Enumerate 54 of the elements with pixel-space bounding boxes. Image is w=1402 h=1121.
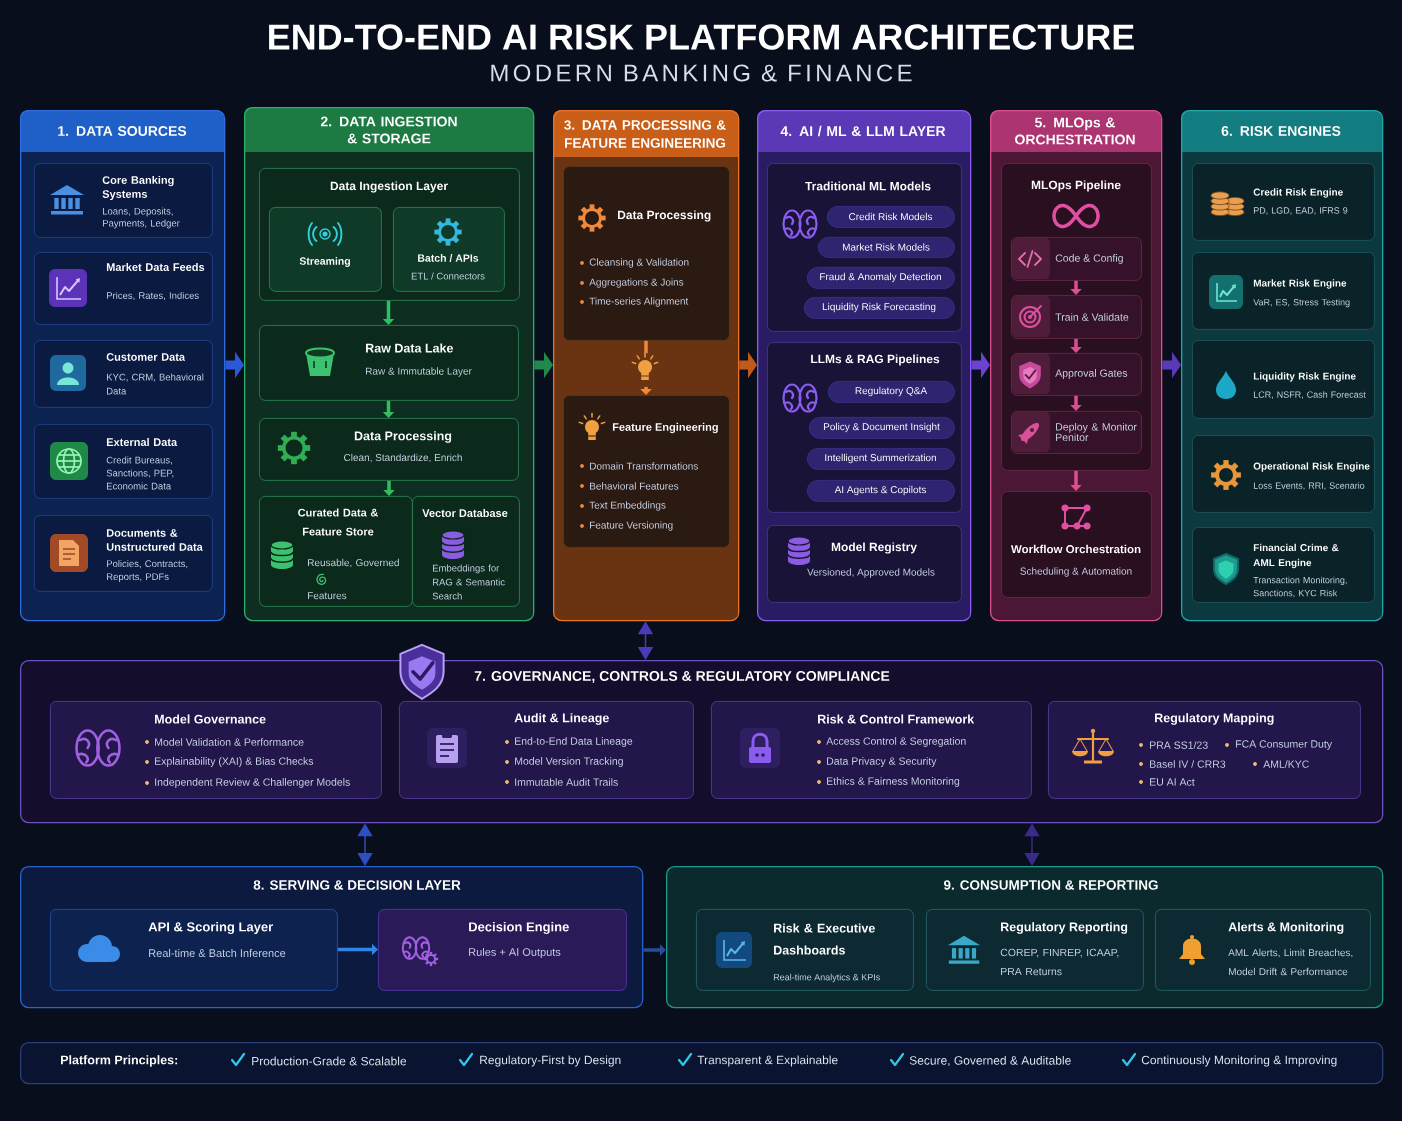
node-label: Behavioral Features [590,482,679,490]
service-card: Regulatory Reporting COREP, FINREP, ICAAP, PRA Returns [926,909,1144,991]
node-label: Transparent & Explainable [697,1055,838,1067]
model-pill: Liquidity Risk Forecasting [804,297,955,319]
model-pill: AI Agents & Copilots [807,480,955,502]
engine-card: Credit Risk Engine PD, LGD, EAD, IFRS 9 [1192,163,1375,241]
registry-card: Model Registry Versioned, Approved Models [767,525,962,603]
node-label: Vector Database [422,508,508,518]
engine-card: Financial Crime & AML Engine Transaction Monitoring, Sanctions, KYC Risk [1192,527,1375,603]
processing-card: Data Processing Cleansing & Validation Aggregations & Joins Time-series Alignment [563,166,730,341]
model-pill: Market Risk Models [818,237,955,258]
pipeline-step: Code & Config [1011,237,1142,281]
store-card: Curated Data & Feature Store Reusable, Governed Features [259,496,413,607]
node-label: Time-series Alignment [589,297,689,307]
service-card: API & Scoring Layer Real-time & Batch Inference [50,909,338,991]
source-card: Core Banking Systems Loans, Deposits, Payments, Ledger [34,163,213,238]
pipeline-step: Train & Validate [1011,295,1142,339]
node-label: Feature Versioning [590,521,673,531]
service-card: Alerts & Monitoring AML Alerts, Limit Breaches, Model Drift & Performance [1155,909,1371,991]
service-card: Risk & Executive Dashboards Real-time Analytics & KPIs [696,909,914,991]
service-card: Decision Engine Rules + AI Outputs [378,909,627,991]
store-card: Vector Database Embeddings for RAG & Semantic Search [412,496,520,607]
node-label: Platform Principles: [61,1055,178,1067]
node-label: Embeddings for RAG & Semantic Search [432,564,505,600]
model-pill: Regulatory Q&A [828,381,955,403]
model-pill: Intelligent Summerization [807,448,955,470]
node-label: Regulatory-First by Design [480,1055,621,1067]
node-label: Text Embeddings [589,501,666,511]
node-label: Aggregations & Joins [589,278,684,288]
storage-card: Raw Data Lake Raw & Immutable Layer [259,325,519,401]
node-label: Domain Transformations [590,462,698,470]
processing-card: Feature Engineering Domain Transformations Behavioral Features Text Embeddings Feature Versioning [563,395,730,548]
model-pill: Fraud & Anomaly Detection [807,267,955,289]
principles-bar: Platform Principles: Production-Grade & Scalable Regulatory-First by Design Transparent & Explainable Secure, Governed & Auditable Continuously Monitoring & Improving [20,1042,1384,1085]
model-pill: Policy & Document Insight [809,417,955,439]
node-label: Secure, Governed & Auditable [909,1055,1071,1067]
ingestion-card: Streaming [269,207,382,292]
node-label: Data Processing [618,210,711,222]
engine-card: Market Risk Engine VaR, ES, Stress Testing [1192,252,1375,330]
engine-card: Operational Risk Engine Loss Events, RRI, Scenario [1192,435,1375,513]
ingestion-card: Batch / APIs ETL / Connectors [393,207,505,292]
model-pill: Credit Risk Models [827,206,955,228]
node-label: Feature Engineering [612,422,718,434]
engine-card: Liquidity Risk Engine LCR, NSFR, Cash Forecast [1192,340,1375,419]
pipeline-step: Approval Gates [1011,353,1142,396]
node-label: Continuously Monitoring & Improving [1141,1055,1337,1067]
source-card: Documents & Unstructured Data Policies, Contracts, Reports, PDFs [34,515,213,592]
title: END-TO-END AI RISK PLATFORM ARCHITECTURE [269,24,1134,50]
node-label: Cleansing & Validation [589,258,689,268]
subtitle: MODERN BANKING & FINANCE [491,64,912,82]
orchestration-card: Workflow Orchestration Scheduling & Automation [1001,491,1152,598]
node-label: Production-Grade & Scalable [252,1056,407,1066]
pipeline-step: Deploy & Monitor Penitor [1011,411,1142,454]
processing-card: Data Processing Clean, Standardize, Enrich [259,418,519,481]
